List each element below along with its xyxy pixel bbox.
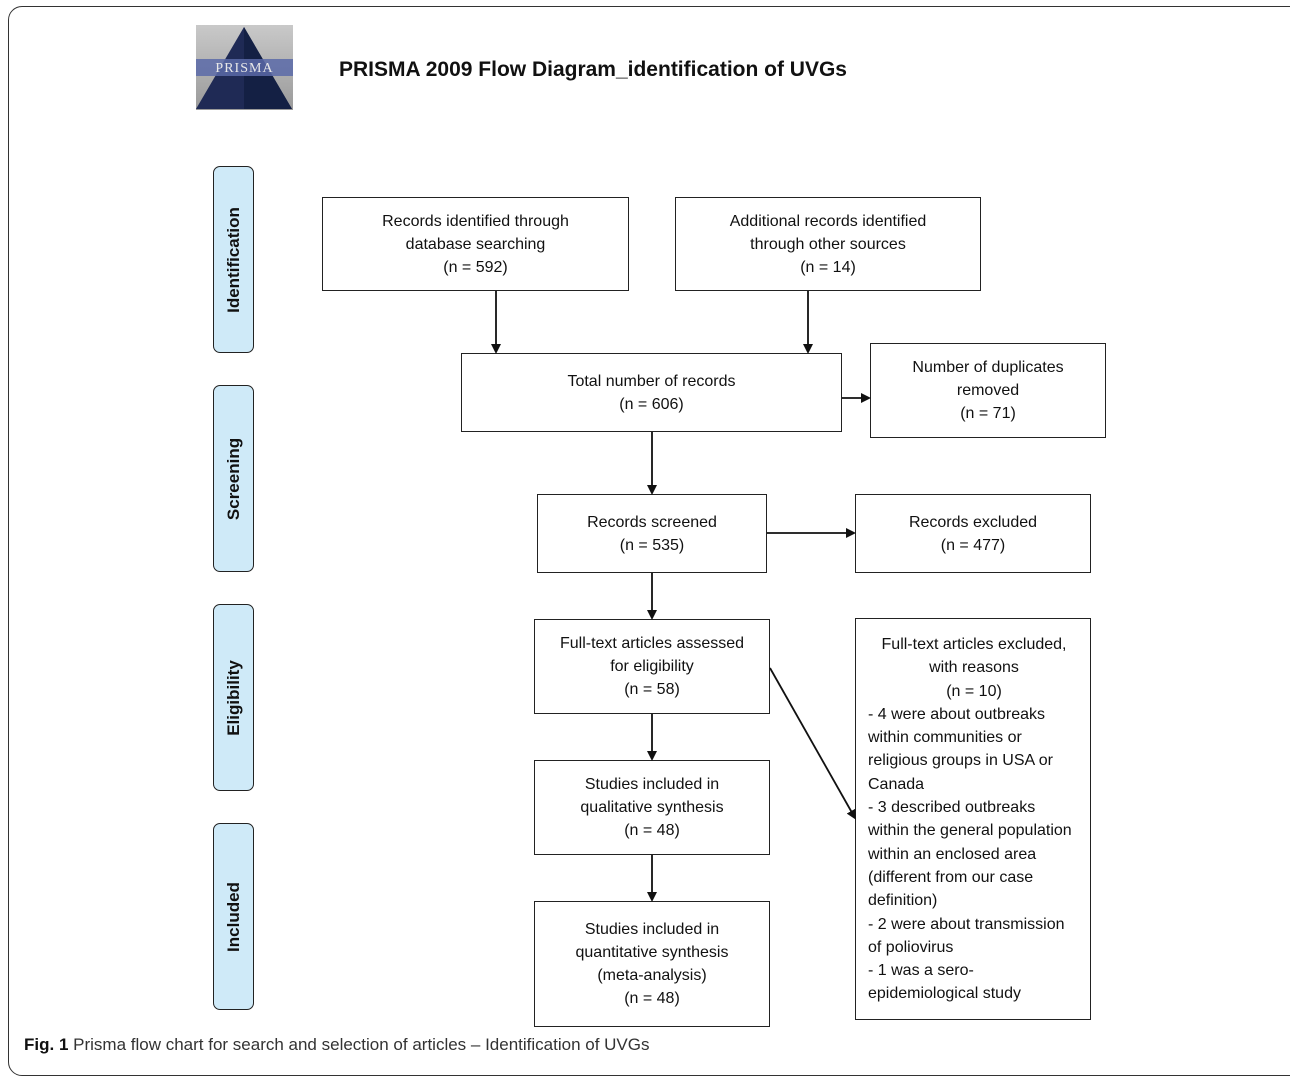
arrow-fulltext-to-excluded [769, 667, 856, 820]
records-screened-text: Records screened (n = 535) [587, 513, 717, 554]
exclusion-reason: - 4 were about outbreaks within communit… [868, 705, 1053, 793]
prisma-logo: PRISMA [196, 25, 293, 110]
additional-records-text: Additional records identified through ot… [729, 212, 927, 276]
records-excluded-box: Records excluded (n = 477) [855, 494, 1091, 573]
database-records-text: Records identified through database sear… [382, 212, 569, 276]
total-records-text: Total number of records (n = 606) [567, 372, 736, 413]
figure-caption: Fig. 1 Prisma flow chart for search and … [24, 1035, 650, 1055]
exclusion-reason: - 2 were about transmission of polioviru… [868, 915, 1065, 956]
phase-eligibility: Eligibility [213, 604, 254, 791]
figure-caption-text: Prisma flow chart for search and selecti… [68, 1035, 650, 1054]
phase-screening: Screening [213, 385, 254, 572]
fulltext-assessed-text: Full-text articles assessed for eligibil… [559, 635, 745, 698]
prisma-logo-triangle [196, 27, 293, 109]
fulltext-excluded-box: Full-text articles excluded, with reason… [855, 618, 1091, 1020]
fulltext-assessed-box: Full-text articles assessed for eligibil… [534, 619, 770, 714]
phase-identification: Identification [213, 166, 254, 353]
prisma-logo-text: PRISMA [215, 61, 274, 76]
exclusion-reason: - 3 described outbreaks within the gener… [868, 799, 1072, 910]
exclusion-reason: - 1 was a sero-epidemiological study [868, 962, 1021, 1003]
fulltext-excluded-heading: Full-text articles excluded, with reason… [881, 636, 1067, 700]
figure-caption-label: Fig. 1 [24, 1035, 69, 1054]
diagram-title: PRISMA 2009 Flow Diagram_identification … [339, 58, 847, 81]
quantitative-synthesis-box: Studies included in quantitative synthes… [534, 901, 770, 1027]
qualitative-synthesis-box: Studies included in qualitative synthesi… [534, 760, 770, 855]
qualitative-synthesis-text: Studies included in qualitative synthesi… [580, 776, 724, 839]
database-records-box: Records identified through database sear… [322, 197, 629, 291]
total-records-box: Total number of records (n = 606) [461, 353, 842, 432]
phase-included: Included [213, 823, 254, 1010]
additional-records-box: Additional records identified through ot… [675, 197, 981, 291]
records-screened-box: Records screened (n = 535) [537, 494, 767, 573]
duplicates-removed-box: Number of duplicates removed (n = 71) [870, 343, 1106, 438]
quantitative-synthesis-text: Studies included in quantitative synthes… [575, 921, 729, 1007]
records-excluded-text: Records excluded (n = 477) [908, 513, 1038, 554]
duplicates-removed-text: Number of duplicates removed (n = 71) [912, 359, 1064, 422]
